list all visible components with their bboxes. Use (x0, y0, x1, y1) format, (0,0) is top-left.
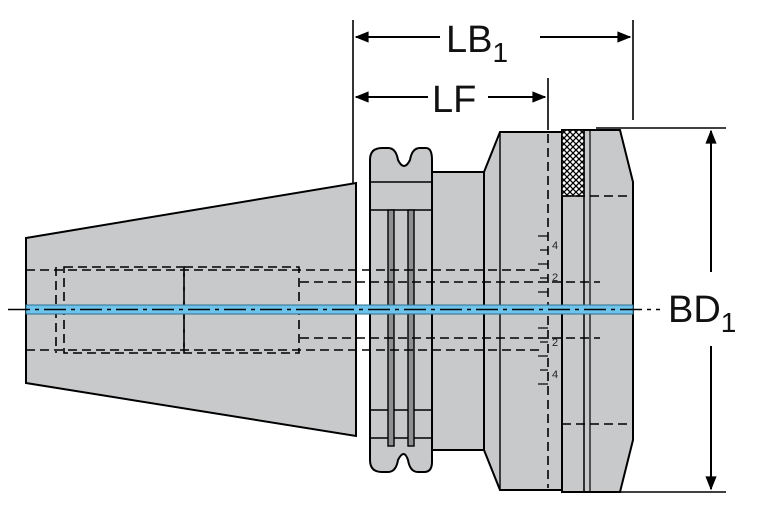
lb-label-base: LB (446, 19, 492, 61)
bd-label: BD1 (668, 289, 736, 338)
lb-label: LB1 (446, 19, 508, 68)
bd-label-base: BD (668, 289, 721, 331)
scale-label-upper-2: 2 (552, 272, 558, 284)
bd-label-sub: 1 (721, 307, 737, 338)
knurl-band (561, 129, 585, 197)
lb-label-sub: 1 (492, 37, 508, 68)
scale-label-upper-4: 4 (552, 240, 558, 252)
dimension-lines (354, 31, 717, 491)
scale-label-lower-4: 4 (552, 369, 558, 381)
lf-label: LF (432, 79, 476, 121)
scale-label-lower-2: 2 (552, 337, 558, 349)
